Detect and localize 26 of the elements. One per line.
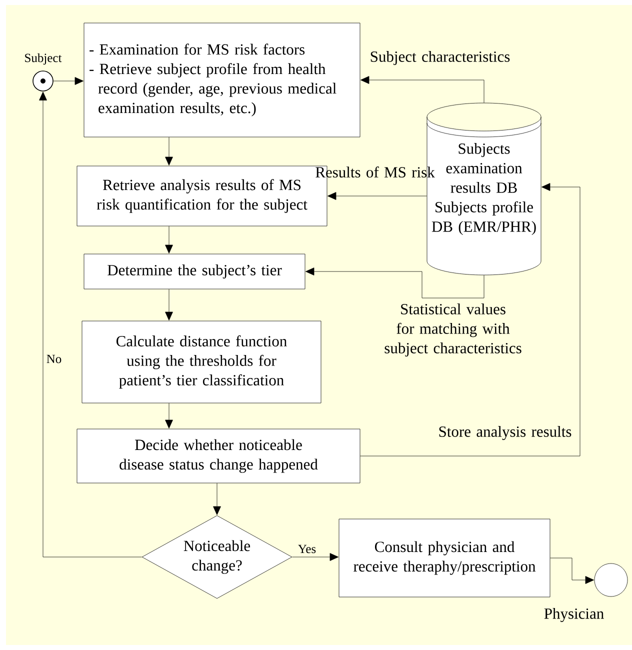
process-box: Determine the subject’s tier [84, 254, 306, 290]
arrow [165, 403, 173, 428]
process-box: Decide whether noticeable disease status change happened [76, 428, 360, 484]
edge-label: Results of MS risk [316, 166, 435, 178]
arrow [213, 483, 221, 516]
arrow [165, 137, 173, 166]
arrow [39, 92, 142, 558]
arrow [360, 76, 484, 103]
process-box: Calculate distance function using the thresholds for patient’s tier classification [82, 320, 322, 404]
arrow [53, 77, 84, 85]
arrow [550, 558, 594, 584]
arrow [165, 289, 173, 320]
arrow [165, 226, 173, 254]
edge-label: No [46, 354, 62, 364]
node-label: Subject [25, 53, 62, 65]
arrow [360, 183, 580, 456]
edge-label: Subject characteristics [370, 50, 510, 66]
edge-label: Statistical values for matching with subject characteristics [384, 303, 522, 357]
edge-label: Store analysis results [439, 426, 572, 440]
arrow [292, 553, 338, 561]
arrow [306, 268, 484, 298]
arrow [328, 192, 427, 200]
node-label: Physician [544, 608, 604, 622]
process-box: Consult physician and receive theraphy/prescription [338, 518, 550, 598]
process-box: - Examination for MS risk factors - Retrieve subject profile from health record (gender, age, previous medical examination results, etc.) [84, 22, 360, 138]
edge-label: Yes [298, 544, 316, 554]
